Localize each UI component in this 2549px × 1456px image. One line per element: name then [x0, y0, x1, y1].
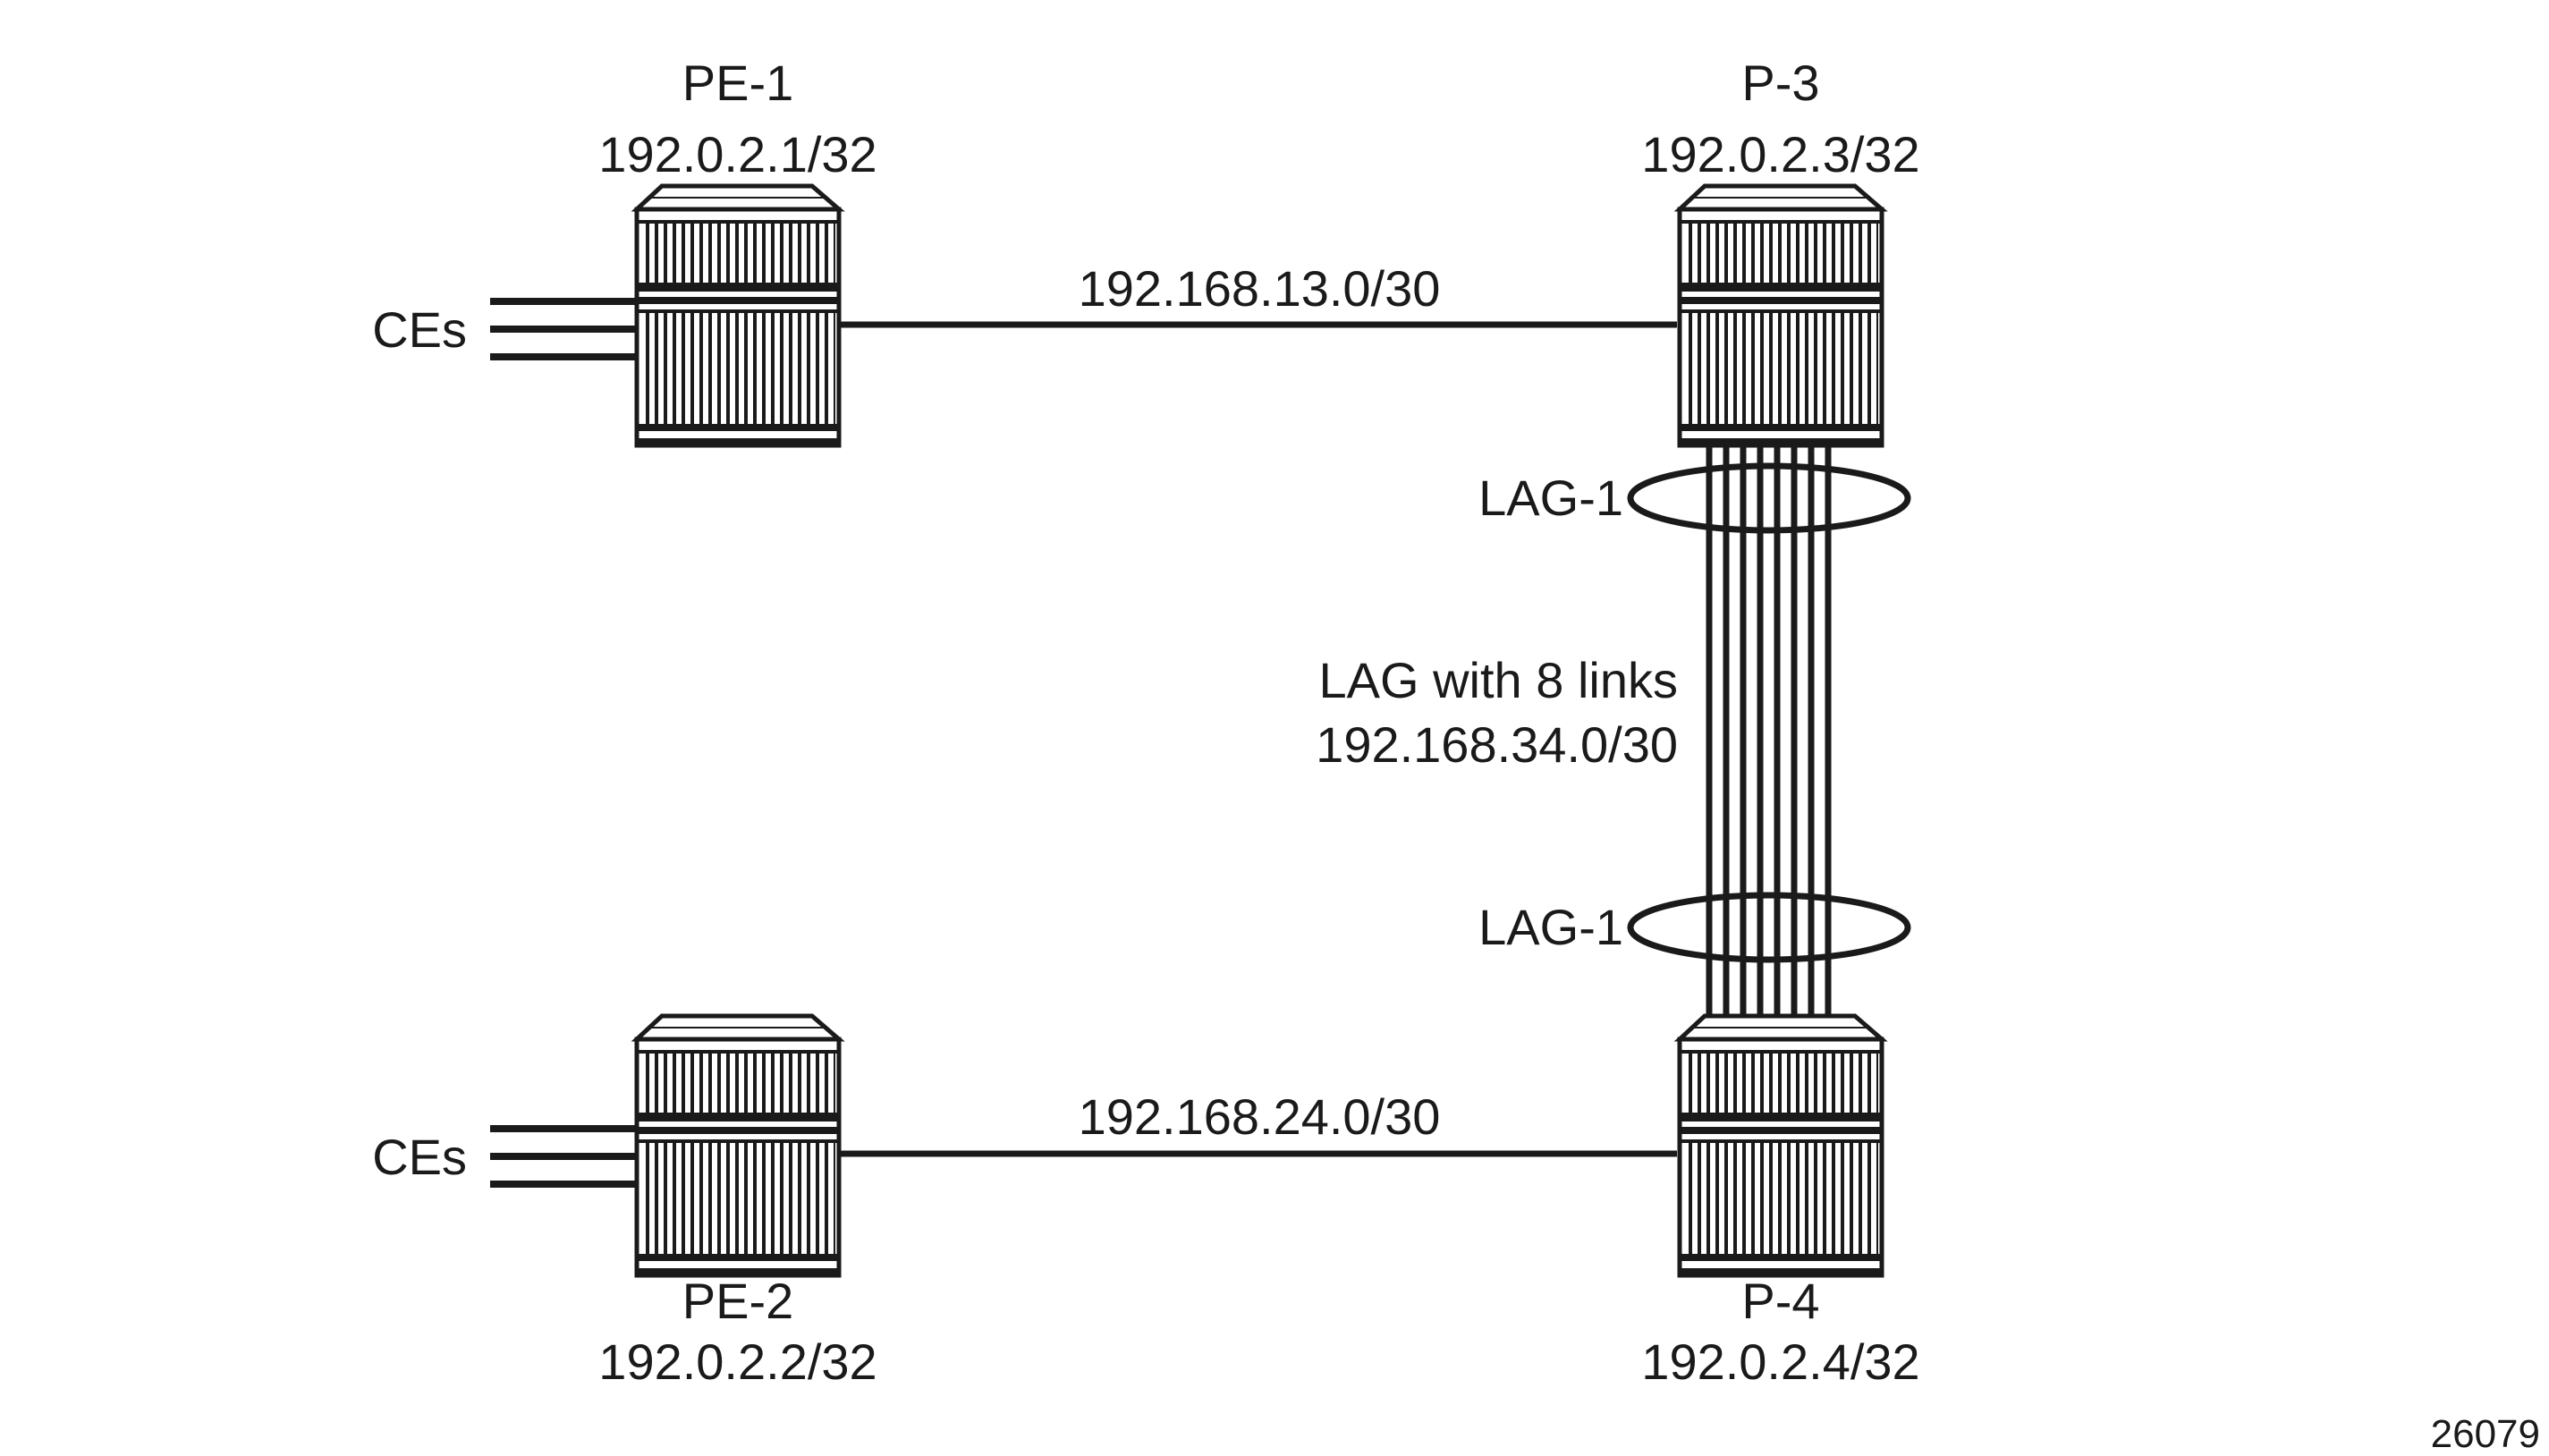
p3-address: 192.0.2.3/32 [1641, 126, 1919, 182]
lag-subnet: 192.168.34.0/30 [1316, 716, 1678, 773]
pe1-address: 192.0.2.1/32 [598, 126, 876, 182]
lag-label-top: LAG-1 [1478, 470, 1623, 526]
ces-label-top: CEs [372, 301, 467, 358]
lag-ring-bottom [1627, 892, 1911, 963]
ces-label-bottom: CEs [372, 1129, 467, 1185]
pe2-address: 192.0.2.2/32 [598, 1333, 876, 1390]
pe2-name: PE-2 [682, 1273, 794, 1329]
lag-description: LAG with 8 links [1319, 652, 1679, 708]
pe1-name: PE-1 [682, 55, 794, 111]
p3-name: P-3 [1741, 55, 1819, 111]
lag-label-bottom: LAG-1 [1478, 899, 1623, 955]
lag-ring-top [1627, 462, 1911, 534]
ce-lines-bottom [490, 1125, 637, 1188]
lag-bundle [1706, 429, 1832, 1024]
router-pe1-icon [637, 186, 839, 445]
p4-name: P-4 [1741, 1273, 1819, 1329]
router-p4-icon [1680, 1016, 1882, 1275]
ce-lines-top [490, 298, 637, 360]
link-pe2-p4-subnet: 192.168.24.0/30 [1079, 1088, 1441, 1145]
router-p3-icon [1680, 186, 1882, 445]
router-pe2-icon [637, 1016, 839, 1275]
figure-id: 26079 [2431, 1412, 2540, 1456]
link-pe1-p3-subnet: 192.168.13.0/30 [1079, 260, 1441, 317]
p4-address: 192.0.2.4/32 [1641, 1333, 1919, 1390]
